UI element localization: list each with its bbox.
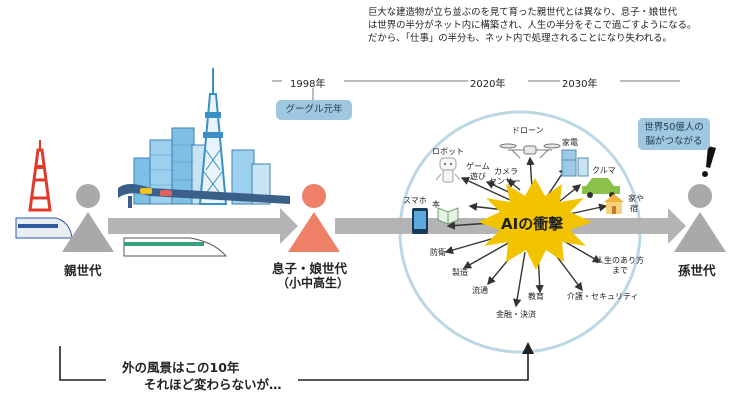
label-logistics: 流通 [472, 286, 488, 295]
google-callout: グーグル元年 [276, 100, 352, 120]
parent-person-icon [62, 184, 114, 252]
tower-icon [28, 140, 52, 212]
robot-icon [435, 157, 461, 183]
year-2020: 2020年 [470, 79, 506, 90]
label-house-l2: 宿 [630, 204, 638, 213]
label-finance: 金融・決済 [496, 310, 536, 319]
label-book: 本 [432, 200, 440, 209]
label-defense: 防衛 [430, 248, 446, 257]
label-manufacturing: 製造 [452, 268, 468, 277]
label-smartphone: スマホ [403, 196, 427, 205]
bottom-bracket-arrow [59, 342, 534, 381]
grandchild-person-icon [674, 184, 726, 252]
label-drone: ドローン [512, 126, 544, 135]
label-house-l1: 家や [628, 194, 644, 203]
bottom-note-line-2: それほど変わらないが… [144, 377, 282, 392]
child-generation-label: 息子・娘世代 [272, 261, 348, 276]
intro-text: 巨大な建造物が立ち並ぶのを見て育った親世代とは異なり、息子・娘世代 は世界の半分… [368, 6, 738, 45]
label-robot: ロボット [432, 147, 464, 156]
label-education: 教育 [528, 292, 544, 301]
skytree-icon [198, 68, 228, 205]
book-icon [437, 207, 459, 225]
brain-callout-line-1: 世界50億人の [644, 122, 704, 133]
label-appliance: 家電 [562, 138, 578, 147]
google-callout-text: グーグル元年 [285, 104, 343, 115]
intro-line-3: だから、「仕事」の半分も、ネット内で処理されることになり失われる。 [368, 33, 672, 44]
label-care: 介護・セキュリティ [567, 292, 639, 301]
child-person-icon [288, 184, 340, 252]
label-car: クルマ [592, 166, 616, 175]
bottom-note-line-1: 外の風景はこの10年 [122, 360, 240, 375]
smartphone-icon [412, 208, 428, 234]
train-icon [15, 217, 73, 239]
label-game-l1: ゲーム [466, 162, 490, 171]
ai-impact-label: AIの衝撃 [501, 215, 564, 233]
intro-line-2: は世界の半分がネット内に構築され、人生の半分をそこで過ごすようになる。 [368, 20, 697, 31]
intro-line-1: 巨大な建造物が立ち並ぶのを見て育った親世代とは異なり、息子・娘世代 [368, 7, 678, 18]
label-life-l2: まで [612, 266, 628, 275]
drone-icon [499, 143, 561, 159]
brain-callout: 世界50億人の 脳がつながる [638, 118, 710, 150]
highway-icon [118, 184, 290, 208]
shinkansen-icon [123, 237, 228, 257]
house-icon [604, 194, 624, 214]
child-generation-sublabel: （小中高生） [277, 276, 350, 290]
label-game-l2: 遊び [470, 172, 486, 181]
timeline [272, 80, 680, 100]
label-life-l1: 人生のあり方 [596, 256, 644, 265]
parent-generation-label: 親世代 [64, 263, 102, 278]
grandchild-generation-label: 孫世代 [678, 263, 716, 278]
year-2030: 2030年 [562, 79, 598, 90]
brain-callout-line-2: 脳がつながる [645, 136, 703, 147]
year-1998: 1998年 [290, 79, 326, 90]
label-camera-l2: センサー [489, 177, 521, 186]
appliance-icon [561, 149, 589, 177]
ai-impact-burst [478, 178, 592, 270]
exclamation-icon [702, 146, 716, 177]
label-camera-l1: カメラ [494, 167, 518, 176]
